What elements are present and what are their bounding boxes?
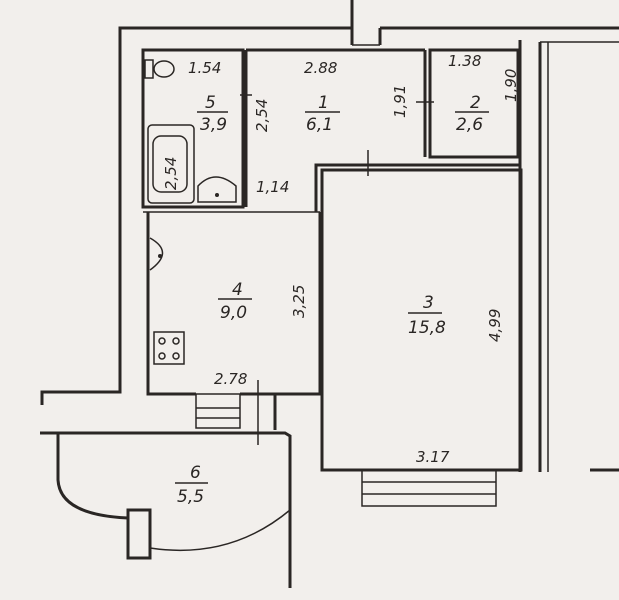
window-icon xyxy=(361,469,497,507)
room-5-area: 3,9 xyxy=(200,115,227,135)
room-4-number: 4 xyxy=(232,280,243,300)
dim-bathtub: 2,54 xyxy=(162,157,180,190)
room-6-number: 6 xyxy=(190,463,201,483)
room-3-area: 15,8 xyxy=(408,318,446,338)
sink-icon xyxy=(197,176,237,203)
dim-storage-width: 1.38 xyxy=(448,52,481,70)
dim-hall-width: 2.88 xyxy=(304,59,337,77)
dim-storage-height: 1,90 xyxy=(502,69,520,102)
room-3-living xyxy=(314,150,523,507)
room-1-area: 6,1 xyxy=(306,115,333,135)
stove-icon xyxy=(153,331,185,365)
kitchen-sink-icon xyxy=(149,237,164,271)
dim-living-width: 3.17 xyxy=(416,448,450,466)
dim-kitchen-height: 3,25 xyxy=(290,285,308,318)
room-3-number: 3 xyxy=(423,293,434,313)
bathtub-icon xyxy=(147,124,195,204)
room-5-number: 5 xyxy=(205,93,216,113)
dim-hall-right: 1,91 xyxy=(391,85,409,118)
dim-bath-door: 1,14 xyxy=(256,178,289,196)
outer-walls xyxy=(40,0,619,472)
room-1-hall xyxy=(240,48,434,207)
toilet-icon xyxy=(144,59,175,79)
room-5-bathroom xyxy=(141,48,320,213)
room-2-number: 2 xyxy=(470,93,481,113)
room-6-balcony xyxy=(40,431,292,588)
room-4-kitchen xyxy=(146,212,322,445)
dim-bath-width: 1.54 xyxy=(188,59,221,77)
dim-hall-height: 2,54 xyxy=(253,99,271,132)
room-2-area: 2,6 xyxy=(456,115,483,135)
dim-kitchen-width: 2.78 xyxy=(214,370,247,388)
room-4-area: 9,0 xyxy=(220,303,247,323)
balcony-door-icon xyxy=(195,393,241,429)
room-1-number: 1 xyxy=(318,93,329,113)
dim-living-height: 4,99 xyxy=(486,309,504,342)
room-6-area: 5,5 xyxy=(177,487,204,507)
